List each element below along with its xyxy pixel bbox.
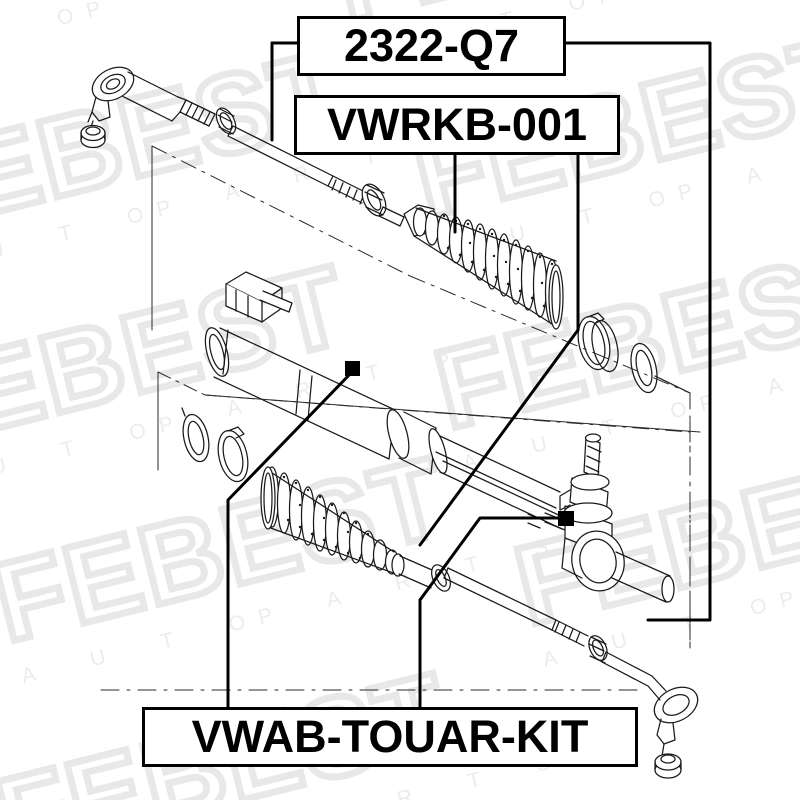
steering-rack-boot-lower: [260, 466, 433, 589]
callout-markers: [345, 361, 574, 526]
leader-vwrkb-right: [418, 147, 580, 547]
leader-lines: [226, 41, 712, 709]
steering-rack-housing: [204, 327, 448, 475]
outer-tie-rod-end-lower: [601, 651, 699, 779]
o-ring-upper: [630, 342, 691, 394]
o-ring-lower: [181, 407, 210, 463]
boot-clamp-lower: [217, 426, 249, 483]
leader-vwab-left: [226, 370, 354, 709]
part-number-vwab-touar-kit[interactable]: VWAB-TOUAR-KIT: [142, 707, 638, 767]
tie-rod-thread-upper: [327, 175, 368, 205]
steering-rack-boot-upper: [403, 204, 564, 330]
rack-mounting-bush: [225, 271, 293, 323]
outer-tie-rod-end-upper: [80, 66, 187, 149]
steering-valve-housing: [527, 433, 675, 603]
part-number-2322-q7[interactable]: 2322-Q7: [297, 16, 566, 76]
part-number-vwrkb-001[interactable]: VWRKB-001: [294, 95, 620, 155]
inner-tie-rod-lower: [431, 564, 608, 664]
datum-lines: [100, 419, 691, 691]
inner-tie-rod-upper: [227, 125, 334, 187]
callout-marker-rack-bush: [345, 361, 360, 376]
tie-rod-jam-nut: [179, 99, 237, 135]
leader-2322-right: [558, 41, 712, 622]
inner-ball-joint-upper: [361, 183, 405, 227]
projection-lines: [151, 145, 701, 641]
callout-marker-valve-housing: [558, 511, 574, 526]
assembly-linework: [80, 41, 712, 779]
